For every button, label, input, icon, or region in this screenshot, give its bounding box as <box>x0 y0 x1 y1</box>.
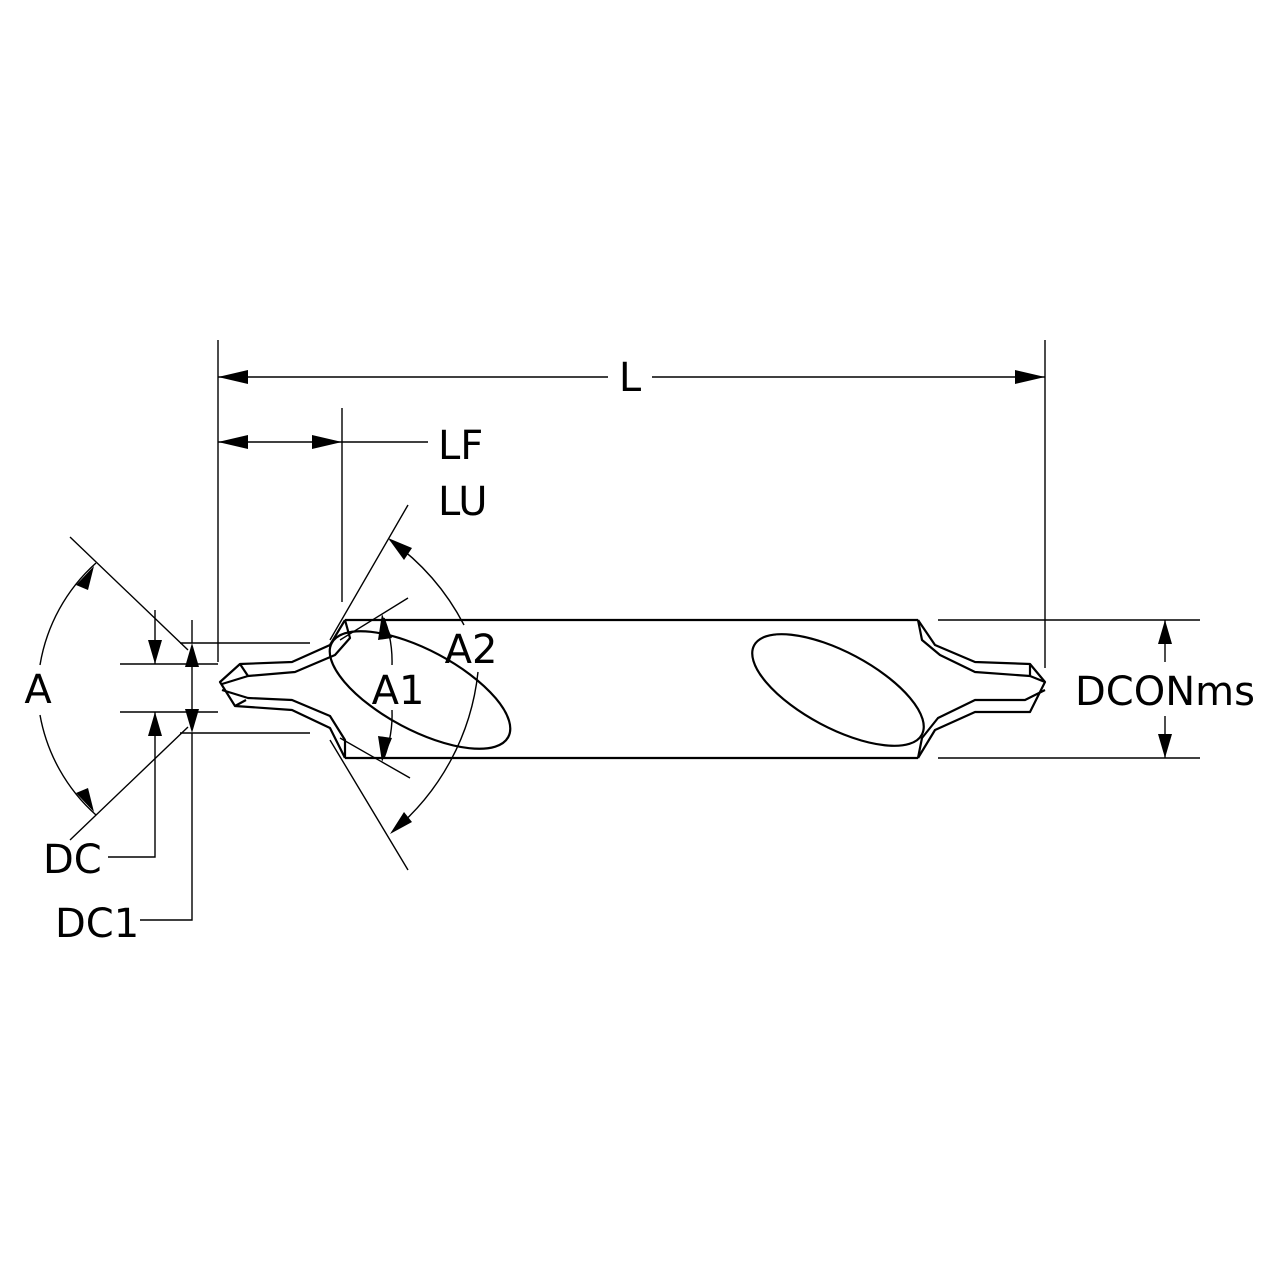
arrowhead <box>148 640 162 664</box>
angle-A1: A1 <box>339 597 425 779</box>
tool-body <box>218 618 1047 760</box>
right-flute <box>751 633 925 747</box>
label-DC: DC <box>43 837 102 883</box>
label-A1: A1 <box>372 668 425 714</box>
angle-A: A <box>24 536 189 841</box>
arrowhead <box>1158 620 1172 644</box>
right-cutting-head <box>917 619 1047 759</box>
label-L: L <box>619 355 642 401</box>
label-A: A <box>24 667 52 713</box>
dimension-DC1: DC1 <box>55 620 310 947</box>
label-DCONms: DCONms <box>1075 669 1255 715</box>
arrowhead <box>185 643 199 667</box>
label-DC1: DC1 <box>55 901 139 947</box>
label-A2: A2 <box>445 627 498 673</box>
arrowhead <box>76 788 94 812</box>
arrowhead <box>1158 734 1172 758</box>
arrowhead <box>218 370 248 384</box>
dimension-DC: DC <box>43 610 218 883</box>
left-cutting-head <box>218 619 346 759</box>
arrowhead <box>388 538 412 560</box>
arrowhead <box>76 566 94 590</box>
arrowhead <box>378 614 392 640</box>
arrowhead <box>185 709 199 733</box>
left-flute <box>328 630 512 750</box>
arrowhead <box>1015 370 1045 384</box>
dimension-L: L <box>217 340 1046 668</box>
arrowhead <box>378 736 392 762</box>
arrowhead <box>390 812 412 834</box>
arrowhead <box>312 435 342 449</box>
label-LF: LF <box>438 423 483 469</box>
dimension-DCONms: DCONms <box>938 619 1255 759</box>
label-LU: LU <box>438 479 488 525</box>
arrowhead <box>218 435 248 449</box>
angle-A2: A2 <box>329 504 498 871</box>
dimension-LF-LU: LF LU <box>218 408 488 602</box>
